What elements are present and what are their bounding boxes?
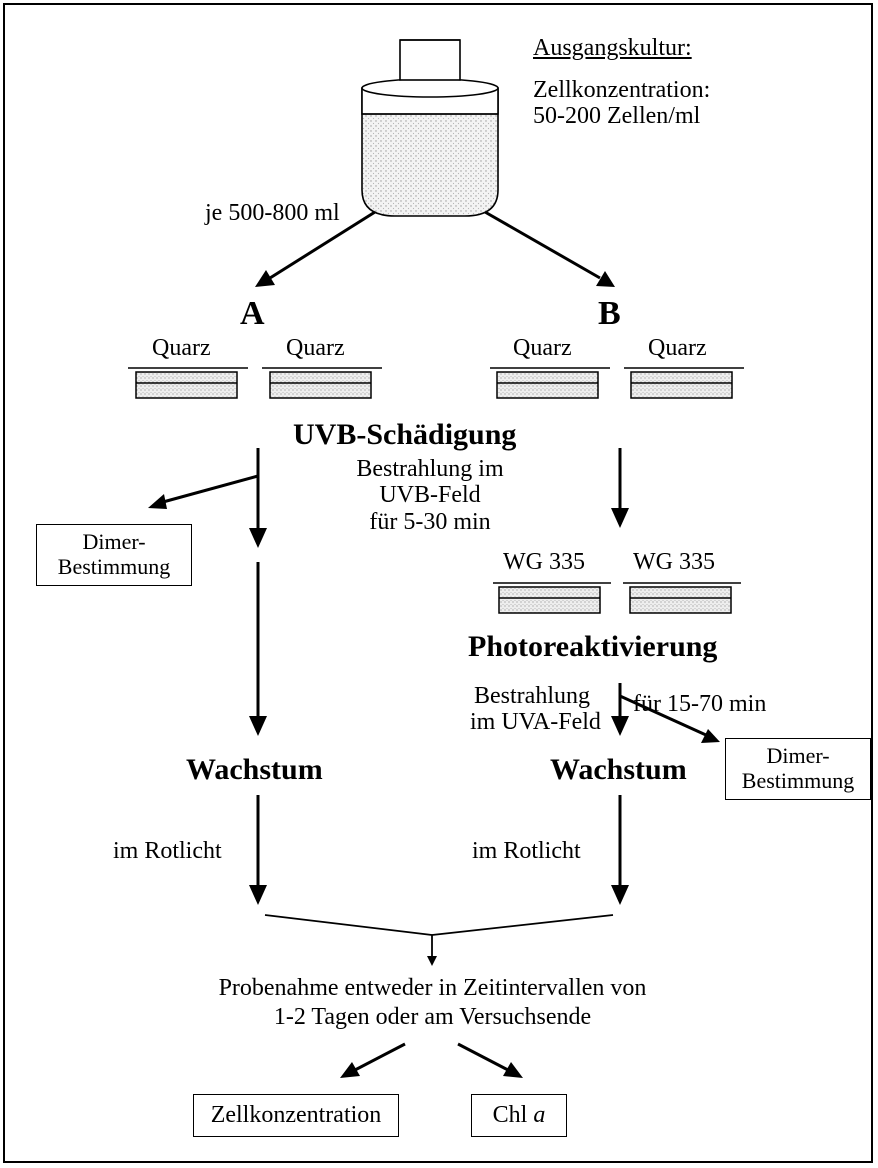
photo-feld: im UVA-Feld: [470, 709, 601, 735]
group-a-label: A: [240, 295, 265, 332]
output-chl-box: Chl a: [471, 1094, 567, 1137]
uvb-text: Bestrahlung im: [356, 456, 504, 482]
vessel-label: Quarz: [648, 335, 707, 361]
source-concentration-value: 50-200 Zellen/ml: [533, 103, 701, 129]
arrows-branch-a: [148, 448, 267, 905]
quartz-vessels-b: [490, 367, 744, 399]
diagram-frame: [3, 3, 873, 1163]
sampling-line2: 1-2 Tagen oder am Versuchsende: [273, 1004, 592, 1030]
vessel-label: Quarz: [152, 335, 211, 361]
chl-italic: a: [533, 1102, 546, 1128]
culture-vessel-icon: [361, 39, 499, 217]
group-b-label: B: [598, 295, 621, 332]
output-arrows: [340, 1042, 523, 1078]
growth-a-light: im Rotlicht: [113, 838, 222, 864]
uvb-text: für 5-30 min: [369, 509, 491, 535]
split-arrows: [255, 210, 615, 287]
photo-bestrahlung: Bestrahlung: [474, 683, 590, 709]
volume-label: je 500-800 ml: [205, 200, 340, 226]
output-cells-box: Zellkonzentration: [193, 1094, 399, 1137]
dimer-box-a: Dimer- Bestimmung: [36, 524, 192, 586]
filter-label: WG 335: [633, 549, 715, 575]
output-cells-label: Zellkonzentration: [210, 1102, 382, 1128]
vessel-label: Quarz: [286, 335, 345, 361]
source-heading: Ausgangskultur:: [533, 35, 692, 61]
filter-label: WG 335: [503, 549, 585, 575]
source-concentration-label: Zellkonzentration:: [533, 77, 711, 103]
growth-b-title: Wachstum: [550, 753, 687, 786]
filter-vessels: [493, 582, 741, 614]
dimer-box-b-line2: Bestimmung: [741, 767, 855, 793]
uvb-title: UVB-Schädigung: [293, 418, 517, 451]
growth-b-light: im Rotlicht: [472, 838, 581, 864]
dimer-box-a-line2: Bestimmung: [57, 553, 171, 579]
dimer-box-a-line1: Dimer-: [82, 529, 146, 554]
growth-a-title: Wachstum: [186, 753, 323, 786]
photo-title: Photoreaktivierung: [468, 630, 718, 663]
photo-duration: für 15-70 min: [633, 691, 767, 717]
quartz-vessels-a: [128, 367, 382, 399]
sampling-line1: Probenahme entweder in Zeitintervallen v…: [218, 975, 647, 1001]
arrows-branch-b: [611, 448, 720, 905]
merge-arrows: [264, 914, 614, 966]
vessel-label: Quarz: [513, 335, 572, 361]
output-chl-label: Chl a: [493, 1102, 546, 1128]
dimer-box-b-line1: Dimer-: [766, 743, 830, 768]
chl-prefix: Chl: [492, 1102, 528, 1128]
uvb-text: UVB-Feld: [379, 482, 481, 508]
dimer-box-b: Dimer- Bestimmung: [725, 738, 871, 800]
